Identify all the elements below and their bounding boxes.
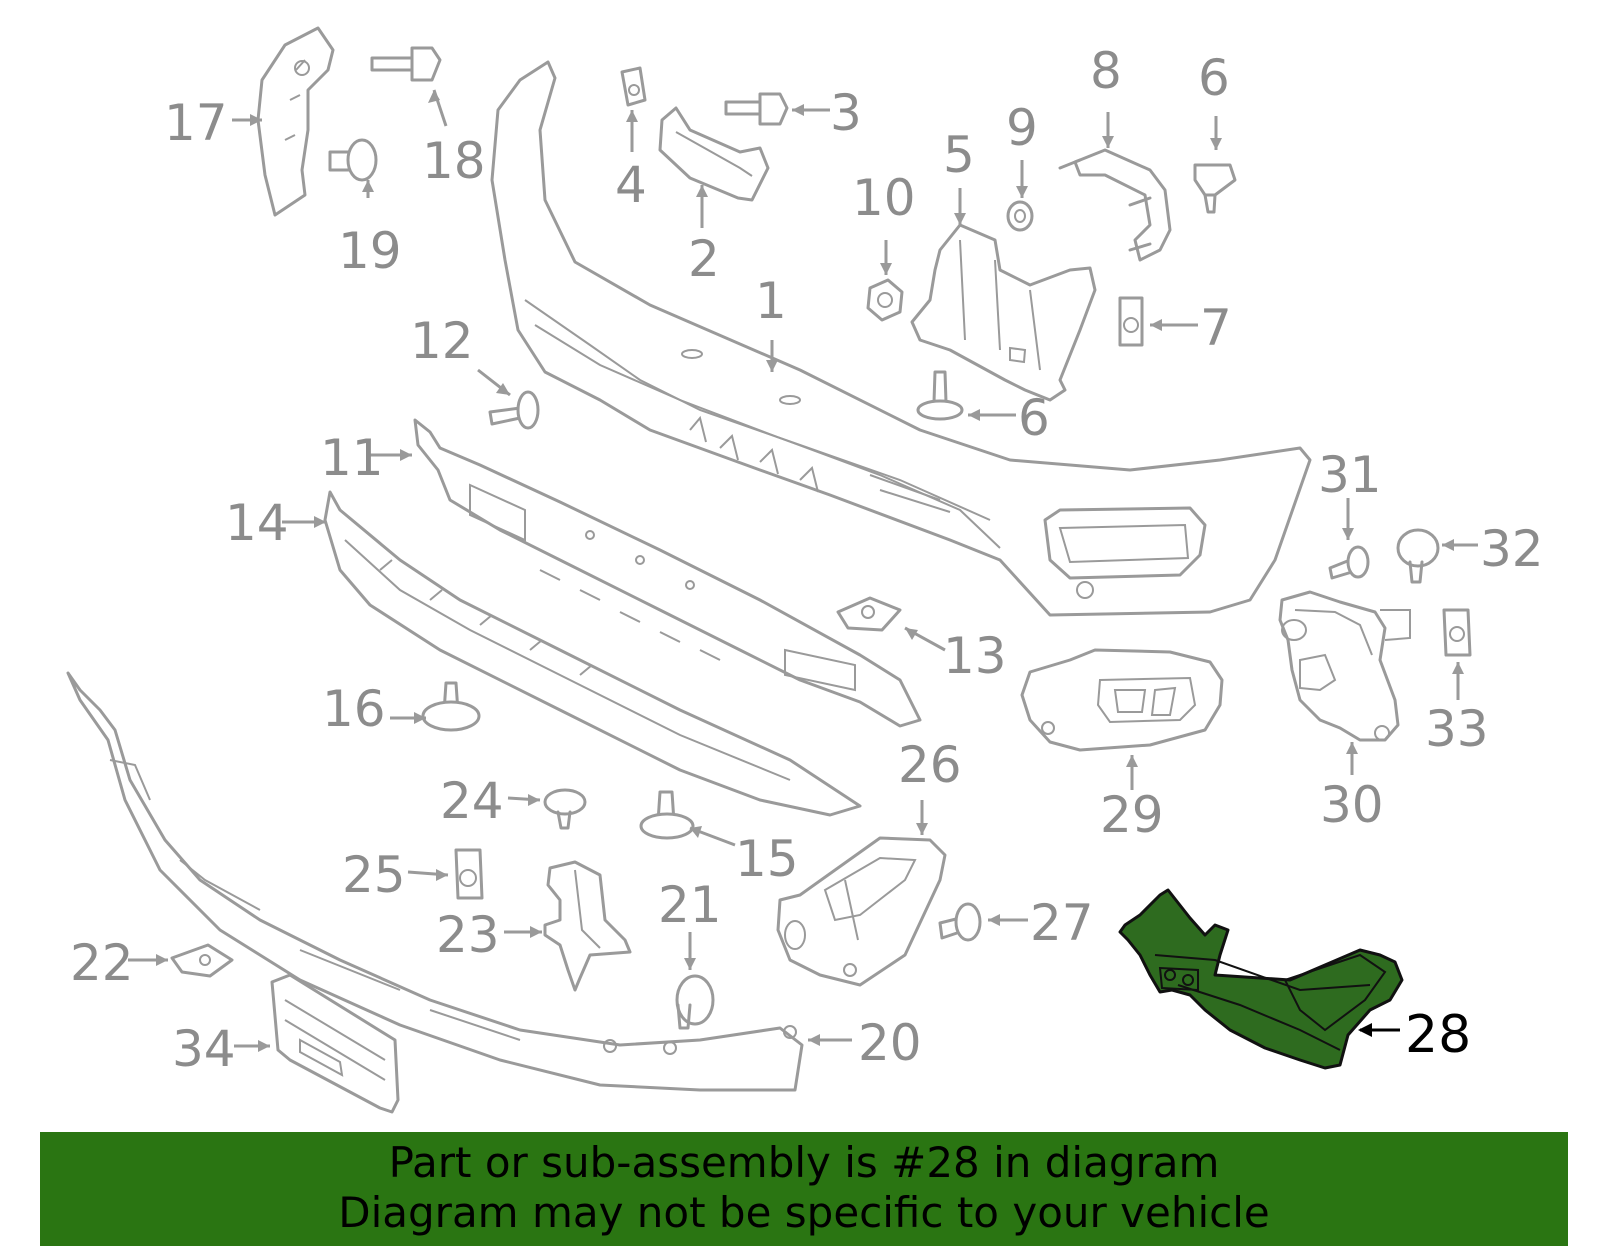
callout-26: 26	[898, 736, 962, 794]
part-17-bracket	[256, 26, 335, 217]
part-23-bracket	[543, 860, 632, 992]
callout-1: 1	[755, 272, 787, 330]
callout-15: 15	[735, 830, 799, 888]
callout-24: 24	[440, 772, 504, 830]
callout-29: 29	[1100, 786, 1164, 844]
part-7-clip	[1118, 296, 1144, 347]
part-4-clip	[620, 66, 647, 107]
part-20-lower-trim	[66, 671, 804, 1092]
part-6-upper-clip	[1193, 163, 1237, 214]
callout-2: 2	[688, 230, 720, 288]
part-12-clip	[488, 390, 540, 430]
callout-10: 10	[852, 169, 916, 227]
part-13-clip	[836, 596, 902, 632]
part-18-bolt	[370, 46, 442, 82]
callout-labels: 17 18 19 4 3 2 1 5 9 10 8 6 7 6 12 11 14…	[70, 42, 1544, 1078]
part-30-fog-lamp	[1278, 590, 1411, 742]
part-22-clip	[170, 943, 234, 978]
part-3-bolt	[724, 92, 789, 126]
part-32-clip	[1396, 528, 1440, 584]
callout-7: 7	[1200, 299, 1232, 357]
part-33-clip	[1442, 608, 1472, 657]
part-34-plate-bracket	[270, 973, 400, 1114]
callout-5: 5	[943, 126, 975, 184]
part-8-bracket	[1058, 148, 1172, 262]
callout-12: 12	[410, 312, 474, 370]
part-19-clip	[328, 138, 378, 182]
part-31-clip	[1328, 545, 1370, 580]
part-11-absorber	[413, 418, 922, 728]
highlight-callout: 28	[1358, 1005, 1471, 1065]
part-5-bracket	[910, 223, 1097, 402]
part-28-highlighted-bracket	[1118, 888, 1404, 1070]
part-27-clip	[938, 902, 982, 942]
part-16-clip	[421, 681, 481, 732]
callout-32: 32	[1480, 520, 1544, 578]
callout-14: 14	[225, 494, 289, 552]
part-9-washer	[1006, 200, 1034, 232]
callout-16: 16	[322, 680, 386, 738]
part-25-clip	[454, 848, 484, 900]
callout-11: 11	[320, 429, 384, 487]
notice-line-1: Part or sub-assembly is #28 in diagram	[388, 1138, 1220, 1187]
part-21-clip	[675, 974, 715, 1030]
callout-21: 21	[658, 876, 722, 934]
callout-6-lower: 6	[1018, 389, 1050, 447]
notice-banner: Part or sub-assembly is #28 in diagram D…	[40, 1132, 1568, 1246]
leader-lines	[128, 89, 1478, 1048]
callout-20: 20	[858, 1014, 922, 1072]
callout-25: 25	[342, 846, 406, 904]
callout-28: 28	[1405, 1005, 1471, 1065]
part-14-lower-absorber	[323, 490, 862, 817]
callout-6-upper: 6	[1198, 49, 1230, 107]
callout-30: 30	[1320, 776, 1384, 834]
callout-22: 22	[70, 934, 134, 992]
callout-8: 8	[1090, 42, 1122, 100]
callout-9: 9	[1006, 99, 1038, 157]
leader-arrowheads	[156, 90, 1464, 1052]
callout-19: 19	[338, 222, 402, 280]
part-15-clip	[639, 790, 695, 840]
part-26-bracket	[776, 836, 947, 987]
callout-17: 17	[164, 94, 228, 152]
callout-27: 27	[1030, 894, 1094, 952]
callout-3: 3	[830, 84, 862, 142]
callout-33: 33	[1425, 700, 1489, 758]
notice-line-2: Diagram may not be specific to your vehi…	[338, 1188, 1270, 1237]
callout-34: 34	[172, 1020, 236, 1078]
callout-23: 23	[436, 906, 500, 964]
callout-13: 13	[943, 627, 1007, 685]
callout-4: 4	[615, 156, 647, 214]
part-29-bezel	[1020, 648, 1224, 752]
callout-31: 31	[1318, 446, 1382, 504]
part-10-nut	[866, 278, 904, 322]
part-24-clip	[543, 788, 587, 830]
callout-18: 18	[422, 132, 486, 190]
part-2-bracket	[658, 106, 770, 202]
part-6-lower-clip	[916, 370, 964, 421]
part-1-bumper-cover	[490, 60, 1312, 617]
